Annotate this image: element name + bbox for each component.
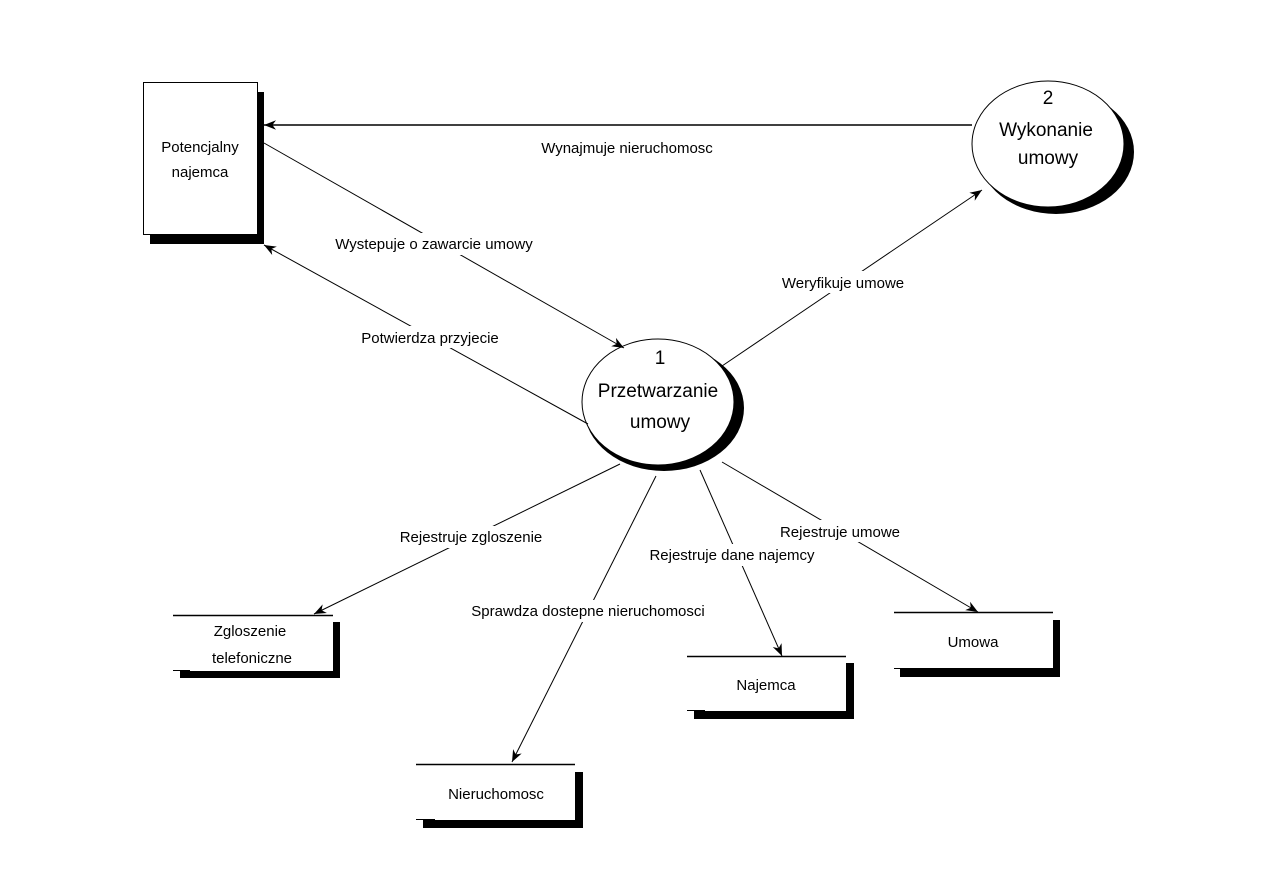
flow-label: Rejestruje zgloszenie (400, 529, 543, 546)
flow-label-bg (355, 326, 505, 348)
store-label-line2: telefoniczne (212, 650, 292, 667)
flow-rejestruje-dane-najemcy[interactable]: Rejestruje dane najemcy (644, 469, 820, 657)
process-ellipse (971, 80, 1125, 208)
entity-label-line1: Potencjalny (161, 139, 239, 156)
external-entity-potencjalny-najemca[interactable]: Potencjalny najemca (143, 82, 265, 245)
store-box (687, 656, 846, 711)
flow-weryfikuje-umowe[interactable]: Weryfikuje umowe (721, 189, 983, 367)
flow-label-bg (776, 520, 906, 542)
flow-label-bg (462, 600, 714, 622)
process-label-line2: umowy (1018, 148, 1079, 169)
flow-label-bg (392, 526, 550, 548)
flow-label: Weryfikuje umowe (782, 275, 904, 292)
store-label: Nieruchomosc (448, 786, 544, 803)
flow-label: Wynajmuje nieruchomosc (541, 140, 713, 157)
store-box (416, 764, 575, 820)
flow-wynajmuje-nieruchomosc[interactable]: Wynajmuje nieruchomosc (264, 120, 972, 157)
data-store-nieruchomosc[interactable]: Nieruchomosc (416, 763, 583, 828)
data-store-najemca[interactable]: Najemca (687, 655, 854, 719)
flow-label: Rejestruje dane najemcy (649, 547, 815, 564)
flow-label-bg (328, 233, 540, 255)
process-ellipse (581, 338, 735, 466)
store-label-line1: Zgloszenie (214, 623, 287, 640)
flow-label-bg (776, 271, 910, 293)
process-label-line1: Wykonanie (999, 120, 1093, 141)
process-1-przetwarzanie-umowy[interactable]: 1 Przetwarzanie umowy (581, 338, 744, 471)
entity-label-line2: najemca (172, 164, 229, 181)
process-label-line2: umowy (630, 412, 691, 433)
flow-wystepuje-o-zawarcie-umowy[interactable]: Wystepuje o zawarcie umowy (263, 142, 625, 349)
store-label: Najemca (736, 677, 796, 694)
store-box (894, 612, 1053, 668)
flow-rejestruje-umowe[interactable]: Rejestruje umowe (721, 461, 979, 613)
process-number: 1 (655, 348, 666, 369)
flow-rejestruje-zgloszenie[interactable]: Rejestruje zgloszenie (313, 463, 621, 615)
flow-potwierdza-przyjecie[interactable]: Potwierdza przyjecie (263, 244, 589, 425)
entity-box (143, 82, 258, 235)
store-box (173, 615, 333, 671)
data-store-zgloszenie-telefoniczne[interactable]: Zgloszenie telefoniczne (173, 614, 340, 678)
flow-label: Rejestruje umowe (780, 524, 900, 541)
flow-label: Sprawdza dostepne nieruchomosci (471, 603, 704, 620)
flow-label: Potwierdza przyjecie (361, 330, 499, 347)
data-store-umowa[interactable]: Umowa (894, 611, 1060, 677)
process-label-line1: Przetwarzanie (598, 381, 718, 402)
process-2-wykonanie-umowy[interactable]: 2 Wykonanie umowy (971, 80, 1134, 214)
flow-label: Wystepuje o zawarcie umowy (335, 236, 533, 253)
store-label: Umowa (948, 634, 1000, 651)
flow-sprawdza-dostepne-nieruchomosci[interactable]: Sprawdza dostepne nieruchomosci (462, 475, 714, 763)
process-number: 2 (1043, 88, 1054, 109)
flow-label-bg (644, 544, 820, 566)
